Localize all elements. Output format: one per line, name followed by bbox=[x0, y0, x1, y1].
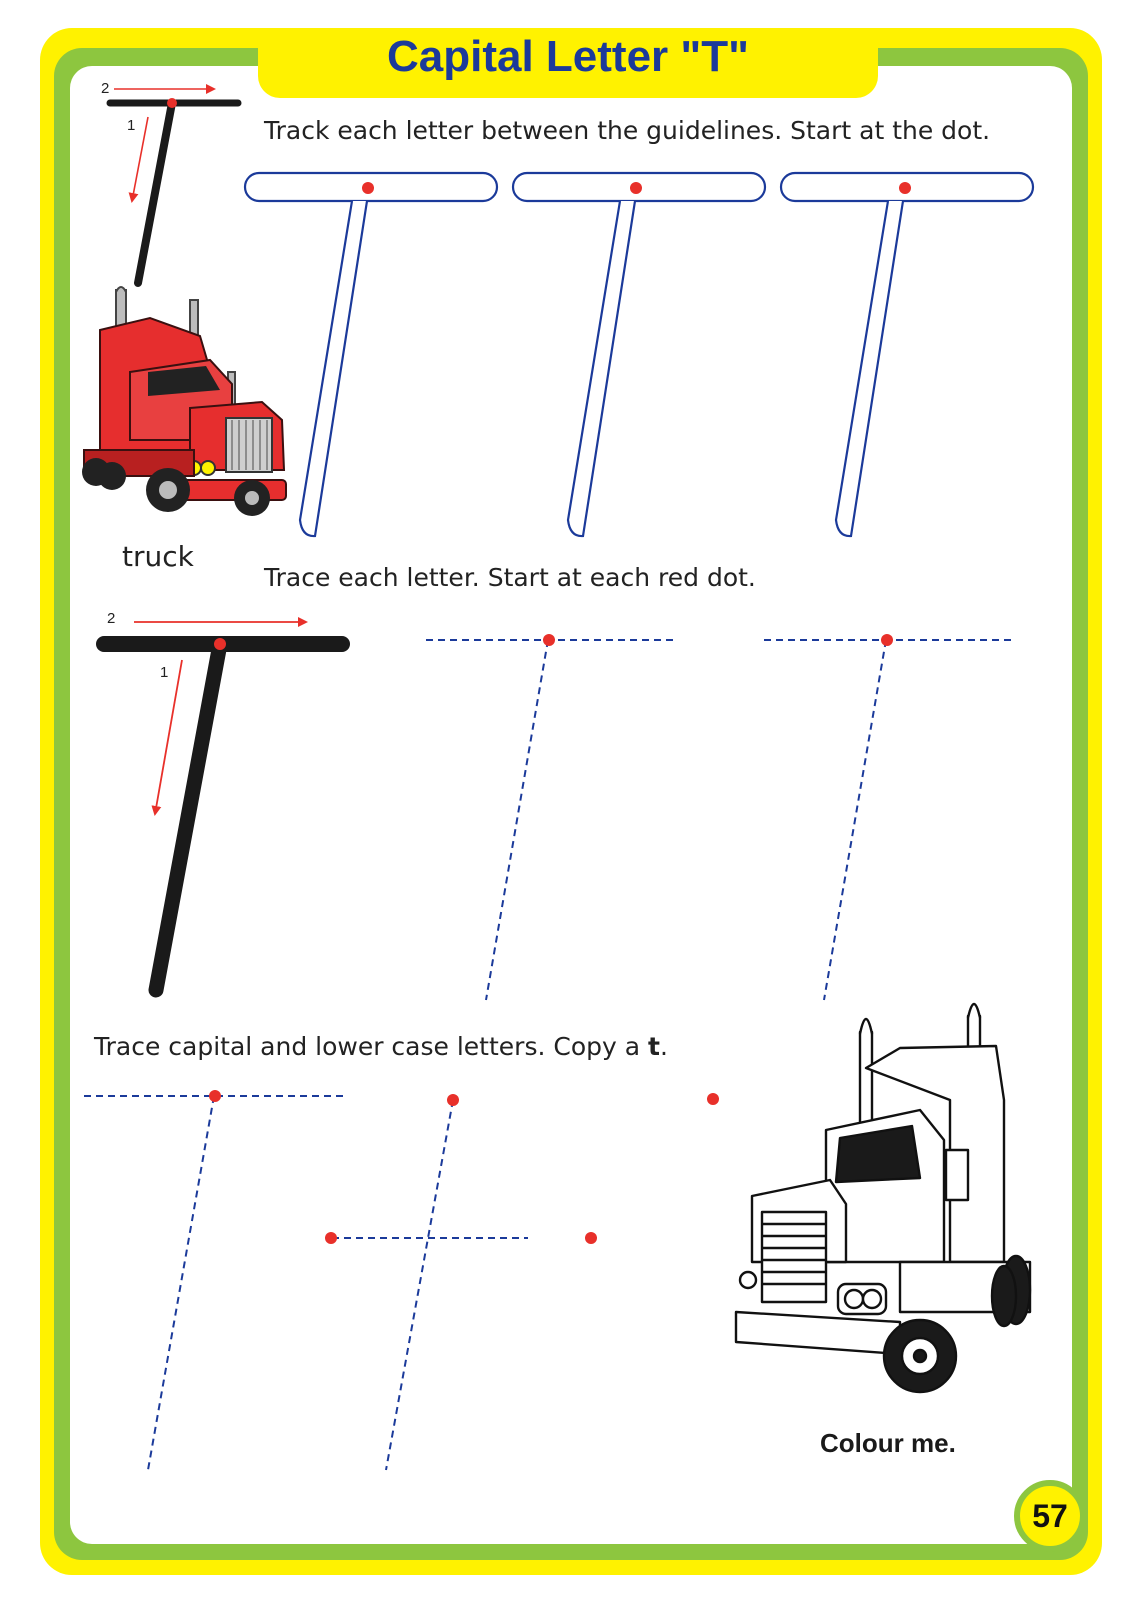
stroke-2-number: 2 bbox=[101, 80, 109, 97]
truck-label: truck bbox=[122, 540, 194, 573]
copy-instruction-letter: t bbox=[648, 1032, 660, 1061]
copy-instruction-text: Trace capital and lower case letters. Co… bbox=[94, 1032, 648, 1061]
title-tab bbox=[258, 28, 878, 98]
start-dot bbox=[707, 1093, 719, 1105]
copy-lowercase-t-space bbox=[585, 1093, 719, 1244]
track-instruction: Track each letter between the guidelines… bbox=[264, 116, 991, 145]
start-dot bbox=[209, 1090, 221, 1102]
stroke-1-arrow bbox=[151, 659, 183, 816]
colouring-truck-outline bbox=[734, 1002, 1032, 1394]
start-dot bbox=[447, 1094, 459, 1106]
page-number: 57 bbox=[1014, 1480, 1086, 1552]
model-letter-t-small: 2 1 bbox=[101, 80, 242, 287]
trace-letter-t-1 bbox=[426, 639, 676, 1001]
stroke-1-arrow bbox=[128, 116, 149, 203]
start-dot bbox=[630, 182, 642, 194]
start-dot bbox=[899, 182, 911, 194]
track-letter-t-2 bbox=[511, 171, 767, 538]
stroke-1-number: 1 bbox=[160, 664, 168, 681]
start-dot bbox=[585, 1232, 597, 1244]
start-dot bbox=[167, 98, 177, 108]
colour-me-label: Colour me. bbox=[820, 1428, 956, 1458]
copy-instruction: Trace capital and lower case letters. Co… bbox=[94, 1032, 668, 1061]
track-letter-t-3 bbox=[779, 171, 1035, 538]
trace-instruction: Trace each letter. Start at each red dot… bbox=[264, 563, 756, 592]
stroke-2-number: 2 bbox=[107, 610, 115, 627]
model-letter-t-large: 2 1 bbox=[96, 610, 350, 998]
track-letter-t-1 bbox=[243, 171, 499, 538]
start-dot bbox=[543, 634, 555, 646]
copy-instruction-end: . bbox=[659, 1032, 668, 1061]
start-dot bbox=[881, 634, 893, 646]
red-truck-illustration bbox=[82, 286, 287, 516]
start-dot bbox=[214, 638, 226, 650]
trace-capital-t bbox=[84, 1095, 344, 1471]
start-dot bbox=[362, 182, 374, 194]
start-dot bbox=[325, 1232, 337, 1244]
stroke-1-number: 1 bbox=[127, 117, 135, 134]
trace-letter-t-2 bbox=[764, 639, 1014, 1001]
trace-lowercase-t bbox=[332, 1099, 528, 1471]
page-title: Capital Letter "T" bbox=[387, 32, 749, 81]
